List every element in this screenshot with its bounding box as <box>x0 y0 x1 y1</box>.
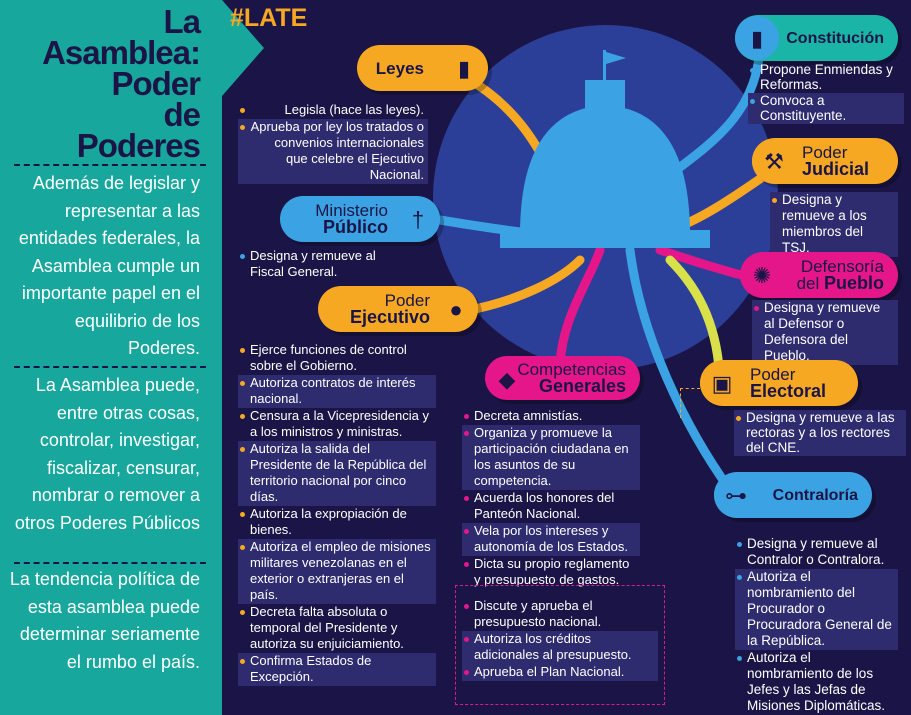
list-item: Convoca a Constituyente. <box>748 93 904 124</box>
constitucion-items: Propone Enmiendas y Reformas. Convoca a … <box>748 62 904 124</box>
list-item: Designa y remueve al Fiscal General. <box>238 248 398 281</box>
title-line: Poder <box>111 65 201 102</box>
divider <box>14 366 206 368</box>
label-line: Pueblo <box>823 273 884 293</box>
leyes-pill[interactable]: Leyes ▮ <box>357 45 488 91</box>
budget-items: Discute y aprueba el presupuesto naciona… <box>462 598 658 681</box>
budget-box <box>455 585 665 705</box>
hashtag: #LATE <box>230 4 308 32</box>
list-item: Designa y remueve a las rectoras y a los… <box>734 410 906 456</box>
powers-paragraph: La Asamblea puede, entre otras cosas, co… <box>14 375 200 533</box>
list-item: Autoriza contratos de interés nacional. <box>238 375 436 408</box>
list-item: Vela por los intereses y autonomía de lo… <box>462 523 640 556</box>
label-line: Electoral <box>750 381 827 401</box>
ministerio-items: Designa y remueve al Fiscal General. <box>238 248 398 281</box>
list-item: Designa y remueve a los miembros del TSJ… <box>770 192 898 257</box>
list-item: Confirma Estados de Excepción. <box>238 653 436 686</box>
list-item: Organiza y promueve la participación ciu… <box>462 425 640 490</box>
list-item: Autoriza la salida del Presidente de la … <box>238 441 436 506</box>
sword-icon: † <box>396 197 440 241</box>
list-item: Ejerce funciones de control sobre el Gob… <box>238 342 436 375</box>
title-line: Asamblea: <box>42 34 201 71</box>
label-line: Ministerio <box>315 201 388 220</box>
constitucion-label: Constitución <box>786 29 884 47</box>
list-item: Discute y aprueba el presupuesto naciona… <box>462 598 658 631</box>
label-line: Judicial <box>802 159 870 179</box>
defensoria-items: Designa y remueve al Defensor o Defensor… <box>752 300 898 365</box>
title-line: Poderes <box>76 127 201 164</box>
divider <box>14 164 206 166</box>
book-icon: ▮ <box>735 16 779 60</box>
label-line: Ejecutivo <box>349 307 430 327</box>
list-item: Propone Enmiendas y Reformas. <box>748 62 904 93</box>
label-line: Poder <box>750 365 796 384</box>
list-item: Aprueba el Plan Nacional. <box>462 664 658 681</box>
list-item: Aprueba por ley los tratados o convenios… <box>238 119 428 184</box>
electoral-items: Designa y remueve a las rectoras y a los… <box>734 410 906 456</box>
contraloria-link <box>625 245 735 495</box>
judicial-items: Designa y remueve a los miembros del TSJ… <box>770 192 898 257</box>
ejecutivo-items: Ejerce funciones de control sobre el Gob… <box>238 342 436 686</box>
list-item: Legisla (hace las leyes). <box>238 102 428 119</box>
list-item: Autoriza el empleo de misiones militares… <box>238 539 436 604</box>
label-line: del <box>796 274 820 293</box>
gavel-icon: ⚒ <box>752 139 796 183</box>
list-item: Autoriza el nombramiento del Procurador … <box>735 569 898 650</box>
ejecutivo-link <box>465 255 585 315</box>
divider <box>14 562 206 564</box>
list-item: Autoriza la expropiación de bienes. <box>238 506 436 539</box>
list-item: Censura a la Vicepresidencia y a los min… <box>238 408 436 441</box>
president-icon: ● <box>434 287 478 331</box>
circuit-icon: ⊶ <box>714 473 758 517</box>
people-tree-icon: ✺ <box>752 262 772 288</box>
intro-paragraph: Además de legislar y representar a las e… <box>18 173 200 358</box>
electoral-connector <box>680 388 700 418</box>
label-line: Poder <box>384 291 430 310</box>
contraloria-pill[interactable]: Contraloría ⊶ <box>714 472 872 518</box>
competencias-items: Decreta amnistías. Organiza y promueve l… <box>462 408 640 589</box>
arrow-notch <box>222 0 264 96</box>
list-item: Decreta amnistías. <box>462 408 640 425</box>
contraloria-items: Designa y remueve al Contralor o Contral… <box>735 536 898 715</box>
list-item: Autoriza los créditos adicionales al pre… <box>462 631 658 664</box>
label-line: Defensoría <box>800 257 884 276</box>
list-item: Designa y remueve al Defensor o Defensor… <box>752 300 898 365</box>
label-line: Público <box>322 217 388 237</box>
title-line: de <box>163 96 201 133</box>
sidebar-panel: La Asamblea: Poder de Poderes Además de … <box>0 0 222 715</box>
list-item: Acuerda los honores del Panteón Nacional… <box>462 490 640 523</box>
leyes-label: Leyes <box>375 58 424 78</box>
list-item: Dicta su propio reglamento y presupuesto… <box>462 556 640 589</box>
tendency-paragraph: La tendencia política de esta asamblea p… <box>9 569 200 672</box>
ballot-box-icon: ▣ <box>700 361 744 405</box>
capitol-icon <box>500 50 710 248</box>
list-item: Designa y remueve al Contralor o Contral… <box>735 536 898 569</box>
main-title: La Asamblea: Poder de Poderes <box>42 3 201 164</box>
map-icon: ◆ <box>498 366 516 392</box>
label-line: Competencias <box>517 360 626 379</box>
constitucion-pill[interactable]: Constitución ▮ <box>735 15 898 61</box>
list-item: Autoriza el nombramiento de los Jefes y … <box>735 650 898 715</box>
leyes-items: Legisla (hace las leyes). Aprueba por le… <box>238 102 428 184</box>
contraloria-label: Contraloría <box>772 486 858 504</box>
label-line: Poder <box>802 143 848 162</box>
label-line: Generales <box>538 376 626 396</box>
book-icon: ▮ <box>442 46 486 90</box>
title-line: La <box>163 3 201 40</box>
competencias-link <box>555 245 605 375</box>
list-item: Decreta falta absoluta o temporal del Pr… <box>238 604 436 653</box>
